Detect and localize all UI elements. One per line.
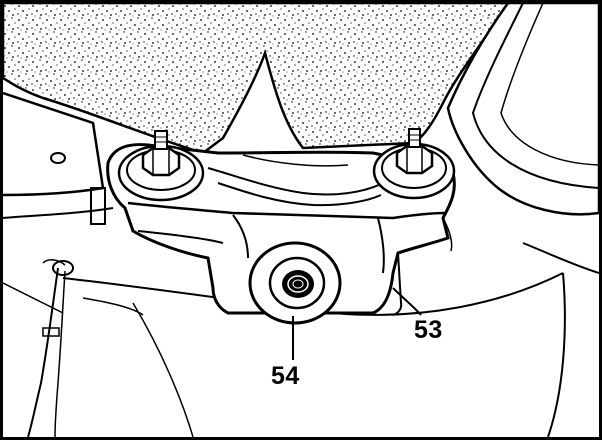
mount-illustration <box>3 3 599 437</box>
wire <box>27 267 59 437</box>
stippled-panel <box>3 3 510 155</box>
callout-53: 53 <box>414 316 443 344</box>
left-nut <box>117 130 205 202</box>
bushing-54 <box>248 241 342 325</box>
right-nut <box>372 128 456 200</box>
leader-53 <box>392 287 422 316</box>
right-member <box>446 3 599 216</box>
callout-54: 54 <box>271 362 300 390</box>
